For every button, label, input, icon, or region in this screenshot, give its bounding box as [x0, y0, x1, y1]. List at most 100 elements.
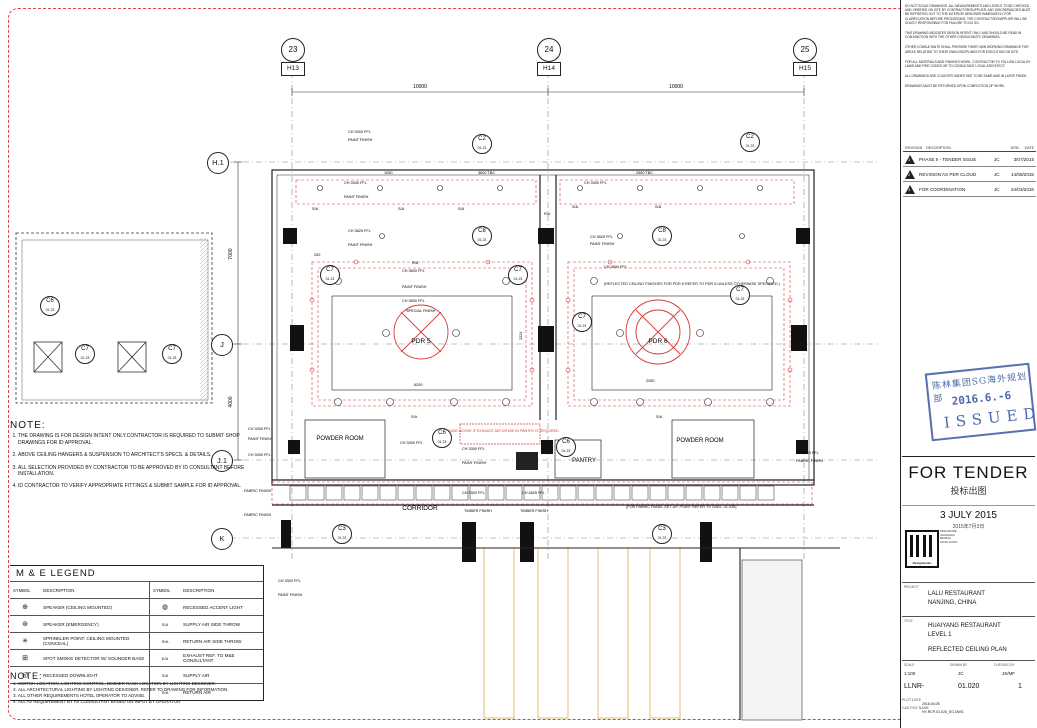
dim-2: 3600 TBC: [478, 171, 495, 175]
note2-item: SWITCH LOCATION, LIGHTING CONTROL, DIMME…: [18, 681, 270, 687]
ch-finish-9: PAINT FINISH: [248, 437, 273, 441]
ch-label-3: CH 3825 FFL: [348, 229, 371, 233]
sa-3: S/A: [458, 207, 465, 211]
legend-desc: RETURN AIR: [180, 683, 263, 700]
rev-header-by: DRN.: [1010, 146, 1020, 150]
pantry-label: PANTRY: [572, 458, 596, 464]
project-location: NANJING, CHINA: [928, 600, 977, 606]
fabric-finish-1: FABRIC FINISH: [244, 489, 271, 493]
notes-title: NOTE:: [10, 420, 46, 431]
me-legend: M & E LEGEND SYMBOL DESCRIPTION SYMBOL D…: [10, 565, 264, 701]
grid-col-24: 24: [537, 38, 561, 62]
speaker-icon: ⊕: [10, 598, 40, 616]
general-notes: DO NOT SCALE DRAWINGS. ALL MEASUREMENTS …: [905, 4, 1033, 95]
timber-finish-1: TIMBER FINISH: [464, 509, 492, 513]
legend-table: SYMBOL DESCRIPTION SYMBOL DESCRIPTION ⊕ …: [10, 581, 263, 700]
ch-label-13: CH 3300 FFL: [462, 491, 485, 495]
span-dim-2: 10000: [669, 84, 683, 90]
sa-5: S/A: [655, 205, 662, 209]
ch-label-12: CH 3300 FFL: [462, 447, 485, 451]
span-dim-1: 10000: [413, 84, 427, 90]
office-list: SINGAPORE SHANGHAI BEIJING HONG KONG: [940, 529, 958, 544]
fabric-finish-3: FABRIC FINISH: [796, 459, 823, 463]
legend-desc: SPOT SMOKE DETECTOR W/ SOUNDER BASE: [40, 649, 150, 667]
ra-2: R/A: [544, 212, 551, 216]
accent-light-icon: ◍: [149, 598, 181, 616]
grid-row-k: K: [211, 528, 233, 550]
ch-finish-16: PAINT FINISH: [278, 593, 303, 597]
designworks-logo: Designworks: [905, 530, 939, 568]
emergency-speaker-icon: ⊛: [10, 615, 40, 633]
legend-desc: SUPPLY AIR: [180, 666, 263, 684]
dim-3: 2550 TBC: [636, 171, 653, 175]
ch-finish-1: PAINT FINISH: [348, 138, 373, 142]
drawing-title-1: HUAIYANG RESTAURANT: [928, 623, 1001, 629]
legend-desc: SUPPLY AIR SIDE THROW: [180, 615, 263, 633]
sa-2: S/A: [398, 207, 405, 211]
room-pdr5: PDR 5: [411, 338, 431, 345]
pantry-note: * PLEASE ADVISE IF EXHAUST AIR OR M/E IN…: [441, 429, 559, 433]
lighting-notes: NOTE: SWITCH LOCATION, LIGHTING CONTROL,…: [10, 672, 270, 705]
ch-finish-2: PAINT FINISH: [344, 195, 369, 199]
legend-header-desc: DESCRIPTION: [40, 581, 150, 599]
revision-triangle-icon: 1: [905, 154, 915, 164]
project-block: PROJECT LALU RESTAURANT NANJING, CHINA: [902, 582, 1035, 613]
grid-row-j1: J.1: [211, 450, 233, 472]
return-air-icon: R/A: [149, 683, 181, 700]
revision-row: 3 FOR COORDINATION JC 24/03/2016: [903, 182, 1036, 197]
note-item: ALL SELECTION PROVIDED BY CONTRACTOR TO …: [18, 465, 260, 478]
legend-header-symbol: SYMBOL: [10, 581, 40, 599]
return-air-side-icon: R/A: [149, 632, 181, 650]
ch-label-10: CH 3300 FFL: [248, 453, 271, 457]
note2-item: ALL AV REQUIREMENT BY AV CONSULTANT BASE…: [18, 699, 270, 705]
general-note: FOR ALL MATERIALS AND FINISHES WORK, CON…: [905, 59, 1031, 69]
powder-room-2: POWDER ROOM: [676, 438, 723, 444]
note-item: THE DRAWING IS FOR DESIGN INTENT ONLY.CO…: [18, 433, 260, 446]
rev-header-rev: REVISION: [905, 146, 923, 150]
revision-triangle-icon: 2: [905, 169, 915, 179]
ch-label-14: CH 4825 FFL: [522, 491, 545, 495]
exhaust-icon: E/A: [149, 649, 181, 667]
note2-item: ALL ARCHITECTURAL LIGHTING BY LIGHTING D…: [18, 687, 270, 693]
drawing-number: 01.020: [958, 683, 980, 690]
timber-finish-2: TIMBER FINISH: [520, 509, 548, 513]
row-dim-2: 4000: [228, 396, 234, 407]
issue-date-cn: 2015年7月3日: [952, 524, 985, 530]
grid-col-25: 25: [793, 38, 817, 62]
supply-air-icon: S/A: [149, 666, 181, 684]
legend-title: M & E LEGEND: [16, 568, 96, 579]
corridor-label: CORRIDOR: [402, 505, 438, 512]
revision-table: REVISION DESCRIPTION DRN. DATE 1 PHASE I…: [903, 145, 1036, 197]
revision-row: 2 REVISION AS PER CLOUD JC 14/08/2015: [903, 167, 1036, 182]
grid-code-h14: H14: [537, 62, 561, 76]
ch-label-7: CH 3825 FFL: [590, 235, 613, 239]
rev-header-date: DATE: [1024, 146, 1034, 150]
grid-row-h1: H.1: [207, 152, 229, 174]
sprinkler-icon: ✳: [10, 632, 40, 650]
plot-info: PLOT DATE 2016.04.05 CAD FILE NAME HY-RC…: [902, 698, 964, 714]
legend-desc: RECESSED ACCENT LIGHT: [180, 598, 263, 616]
title-info: TITLE HUAIYANG RESTAURANT LEVEL 1 REFLEC…: [902, 616, 1035, 659]
ra-1: R/A: [412, 261, 419, 265]
legend-desc: RETURN AIR SIDE THROW: [180, 632, 263, 650]
revision-triangle-icon: 3: [905, 184, 915, 194]
note-item: ABOVE CEILING HANGERS & SUSPENSION TO AR…: [18, 452, 260, 458]
dim-5: 2250: [646, 379, 654, 383]
legend-desc: EXHAUST REF. TO M&E CONSULTANT: [180, 649, 263, 667]
ch-label-5: CH 3600 FFL: [402, 299, 425, 303]
general-note: DRAWINGS MUST BE RETURNED UPON COMPLETIO…: [905, 84, 1006, 89]
ch-label-15: CH 3825 FFL: [796, 451, 819, 455]
ch-label-1: CH 3300 FFL: [348, 130, 371, 134]
rev-header-desc: DESCRIPTION: [926, 146, 951, 150]
powder-room-1: POWDER ROOM: [316, 436, 363, 442]
fabric-note: (FOR FABRIC PANEL SET-UP, POINT REFER TO…: [626, 505, 737, 509]
ch-label-4: CH 3600 FFL: [402, 269, 425, 273]
